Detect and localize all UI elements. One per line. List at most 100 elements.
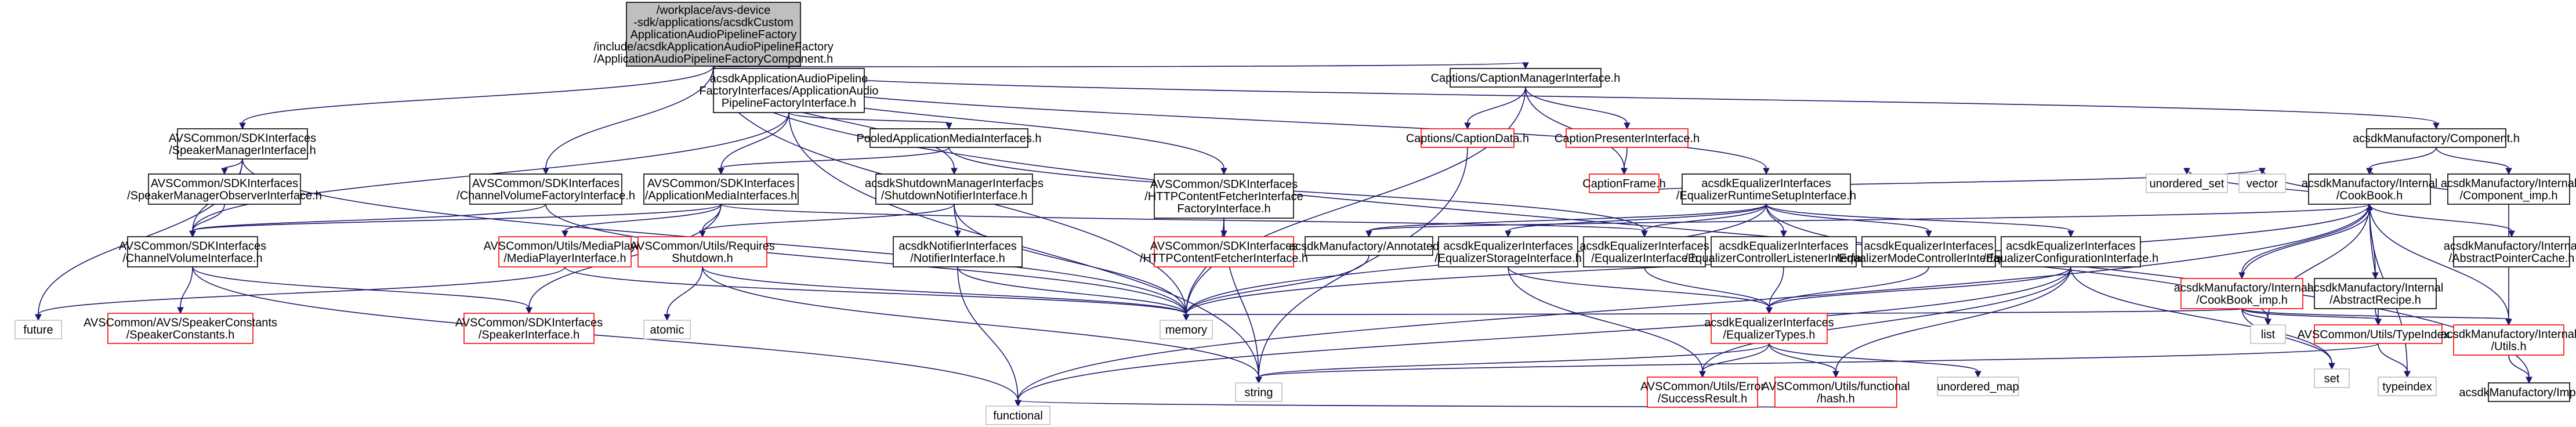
node-hash[interactable]: AVSCommon/Utils/functional/hash.h (1762, 377, 1910, 408)
edge-eqTypes-to-hash (1769, 343, 1839, 378)
node-eqListener[interactable]: acsdkEqualizerInterfaces/EqualizerContro… (1684, 236, 1883, 267)
edge-cookBook-to-annotated (1365, 204, 2370, 238)
edge-eqListener-to-eqTypes (1766, 266, 1784, 314)
node-label-line: acsdkEqualizerInterfaces (2006, 240, 2135, 253)
node-httpFetcherFactory[interactable]: AVSCommon/SDKInterfaces/HTTPContentFetch… (1144, 173, 1303, 219)
edge-captionMgr-to-captionData (1464, 86, 1526, 130)
node-set[interactable]: set (2314, 368, 2350, 388)
node-future[interactable]: future (15, 320, 62, 339)
node-annotated[interactable]: acsdkManufactory/Annotated.h (1289, 236, 1449, 256)
node-abstractPtrCache[interactable]: acsdkManufactory/Internal/AbstractPointe… (2444, 236, 2576, 267)
node-speakerConst[interactable]: AVSCommon/AVS/SpeakerConstants/SpeakerCo… (84, 313, 277, 344)
node-eqIf[interactable]: acsdkEqualizerInterfaces/EqualizerInterf… (1579, 236, 1709, 267)
node-cookBook[interactable]: acsdkManufactory/Internal/CookBook.h (2302, 173, 2438, 205)
edge-shutdownMgr-to-requiresShutdown (699, 204, 955, 238)
node-label-line: acsdkNotifierInterfaces (898, 240, 1016, 253)
node-speakerMgr[interactable]: AVSCommon/SDKInterfaces/SpeakerManagerIn… (169, 128, 316, 160)
node-functional[interactable]: functional (986, 406, 1050, 425)
node-unorderedSet[interactable]: unordered_set (2146, 173, 2228, 193)
node-eqConfig[interactable]: acsdkEqualizerInterfaces/EqualizerConfig… (1983, 236, 2158, 267)
node-label-line: acsdkEqualizerInterfaces (1719, 240, 1848, 253)
node-label-line: /SpeakerConstants.h (126, 329, 235, 342)
edge-cookBookImp-to-list (2241, 308, 2271, 326)
node-httpFetcher[interactable]: AVSCommon/SDKInterfaces/HTTPContentFetch… (1140, 236, 1308, 267)
node-abstractRecipe[interactable]: acsdkManufactory/Internal/AbstractRecipe… (2307, 278, 2444, 309)
node-label-line: /EqualizerTypes.h (1723, 329, 1816, 342)
node-label-line: acsdkEqualizerInterfaces (1443, 240, 1573, 253)
node-captionFrame[interactable]: CaptionFrame.h (1582, 173, 1666, 193)
node-mediaPlayer[interactable]: AVSCommon/Utils/MediaPlayer/MediaPlayerI… (484, 236, 647, 267)
edge-channelVol-to-speakerConst (177, 266, 193, 314)
node-label-line: /EqualizerConfigurationInterface.h (1983, 252, 2158, 265)
node-label-line: AVSCommon/SDKInterfaces (647, 178, 795, 190)
edge-mediaPlayer-to-future (35, 266, 566, 321)
edge-typeIndex-to-typeindex (2378, 343, 2411, 378)
node-label-line: acsdkManufactory/Import.h (2459, 386, 2576, 399)
edge-cookBookImp-to-typeIndex (2241, 308, 2382, 326)
node-cookBookImp[interactable]: acsdkManufactory/Internal/CookBook_imp.h (2174, 278, 2310, 309)
node-speakerObs[interactable]: AVSCommon/SDKInterfaces/SpeakerManagerOb… (127, 173, 322, 205)
node-pooledMedia[interactable]: PooledApplicationMediaInterfaces.h (856, 128, 1042, 148)
node-label-line: /ApplicationMediaInterfaces.h (645, 190, 797, 202)
node-label-line: ApplicationAudioPipelineFactory (631, 28, 797, 41)
node-typeIndex[interactable]: AVSCommon/Utils/TypeIndex.h (2298, 324, 2459, 344)
node-captionPresenter[interactable]: CaptionPresenterInterface.h (1555, 128, 1700, 148)
node-label-line: /EqualizerInterface.h (1591, 252, 1697, 265)
edge-captionPresenter-to-captionFrame (1621, 147, 1628, 175)
node-label-line: typeindex (2382, 381, 2432, 393)
node-eqTypes[interactable]: acsdkEqualizerInterfaces/EqualizerTypes.… (1704, 313, 1834, 344)
node-eqMode[interactable]: acsdkEqualizerInterfaces/EqualizerModeCo… (1836, 236, 2021, 267)
node-notifierIf[interactable]: acsdkNotifierInterfaces/NotifierInterfac… (893, 236, 1023, 267)
node-label-line: /ChannelVolumeInterface.h (122, 252, 262, 265)
node-eqStorage[interactable]: acsdkEqualizerInterfaces/EqualizerStorag… (1434, 236, 1582, 267)
node-shutdownMgr[interactable]: acsdkShutdownManagerInterfaces/ShutdownN… (865, 173, 1044, 205)
node-utils[interactable]: acsdkManufactory/Internal/Utils.h (2441, 324, 2576, 356)
edge-appMedia-to-mediaPlayer (561, 204, 722, 238)
node-label-line: AVSCommon/SDKInterfaces (455, 317, 603, 330)
edge-abstractRecipe-to-typeIndex (2375, 308, 2382, 326)
node-label-line: unordered_set (2150, 178, 2224, 190)
node-label-line: acsdkEqualizerInterfaces (1704, 317, 1834, 330)
edge-cookBook-to-cookBookImp (2238, 204, 2370, 280)
node-label-line: /EqualizerControllerListenerInterface.h (1684, 252, 1882, 265)
edge-root-to-chanVolFactory (542, 66, 714, 175)
node-label-line: Shutdown.h (672, 252, 733, 265)
node-successResult[interactable]: AVSCommon/Utils/Error/SuccessResult.h (1640, 377, 1765, 408)
node-pipelineFactory[interactable]: acsdkApplicationAudioPipelineFactoryInte… (699, 68, 879, 113)
node-unorderedMap[interactable]: unordered_map (1937, 377, 2019, 396)
node-root[interactable]: /workplace/avs-device-sdk/applications/a… (593, 2, 834, 67)
node-speakerIf[interactable]: AVSCommon/SDKInterfaces/SpeakerInterface… (455, 313, 603, 344)
node-atomic[interactable]: atomic (643, 320, 691, 339)
edge-appMedia-to-channelVol (189, 204, 722, 238)
node-memory[interactable]: memory (1160, 320, 1213, 339)
node-channelVol[interactable]: AVSCommon/SDKInterfaces/ChannelVolumeInt… (119, 236, 266, 267)
node-label-line: /SuccessResult.h (1658, 393, 1748, 406)
node-typeindex[interactable]: typeindex (2378, 377, 2437, 396)
node-label-line: /AbstractRecipe.h (2329, 294, 2421, 307)
node-label-line: PooledApplicationMediaInterfaces.h (856, 132, 1041, 145)
node-appMedia[interactable]: AVSCommon/SDKInterfaces/ApplicationMedia… (643, 173, 799, 205)
node-label-line: /Utils.h (2491, 341, 2526, 353)
node-label-line: AVSCommon/Utils/Error (1640, 381, 1765, 393)
node-componentImp[interactable]: acsdkManufactory/Internal/Component_imp.… (2441, 173, 2576, 205)
node-captionData[interactable]: Captions/CaptionData.h (1406, 128, 1529, 148)
edge-eqTypes-to-unorderedMap (1769, 343, 1981, 378)
dependency-edges (35, 62, 2532, 408)
node-label-line: acsdkEqualizerInterfaces (1864, 240, 1993, 253)
edge-root-to-speakerMgr (239, 66, 714, 130)
node-label-line: acsdkShutdownManagerInterfaces (865, 178, 1044, 190)
node-label-line: AVSCommon/Utils/functional (1762, 381, 1910, 393)
node-list[interactable]: list (2250, 324, 2286, 344)
node-captionMgr[interactable]: Captions/CaptionManagerInterface.h (1431, 68, 1621, 88)
node-chanVolFactory[interactable]: AVSCommon/SDKInterfaces/ChannelVolumeFac… (456, 173, 635, 205)
edge-cookBook-to-abstractPtrCache (2369, 204, 2515, 238)
node-eqRuntime[interactable]: acsdkEqualizerInterfaces/EqualizerRuntim… (1676, 173, 1856, 205)
node-label-line: CaptionFrame.h (1582, 178, 1665, 190)
node-component[interactable]: acsdkManufactory/Component.h (2353, 128, 2520, 148)
node-string[interactable]: string (1235, 382, 1282, 402)
node-vector[interactable]: vector (2238, 173, 2286, 193)
edge-requiresShutdown-to-memory (702, 266, 1190, 321)
node-import[interactable]: acsdkManufactory/Import.h (2459, 382, 2576, 402)
